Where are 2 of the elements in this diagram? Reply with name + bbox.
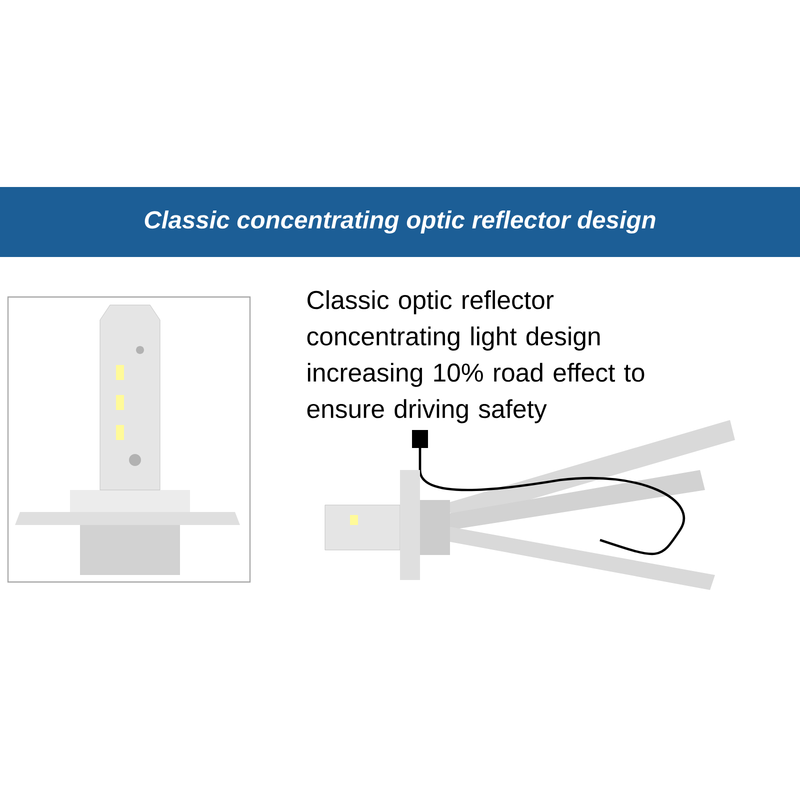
title-banner: Classic concentrating optic reflector design <box>0 187 800 257</box>
description-text: Classic optic reflector concentrating light design increasing 10% road effect to ensure driving safety <box>307 290 644 424</box>
